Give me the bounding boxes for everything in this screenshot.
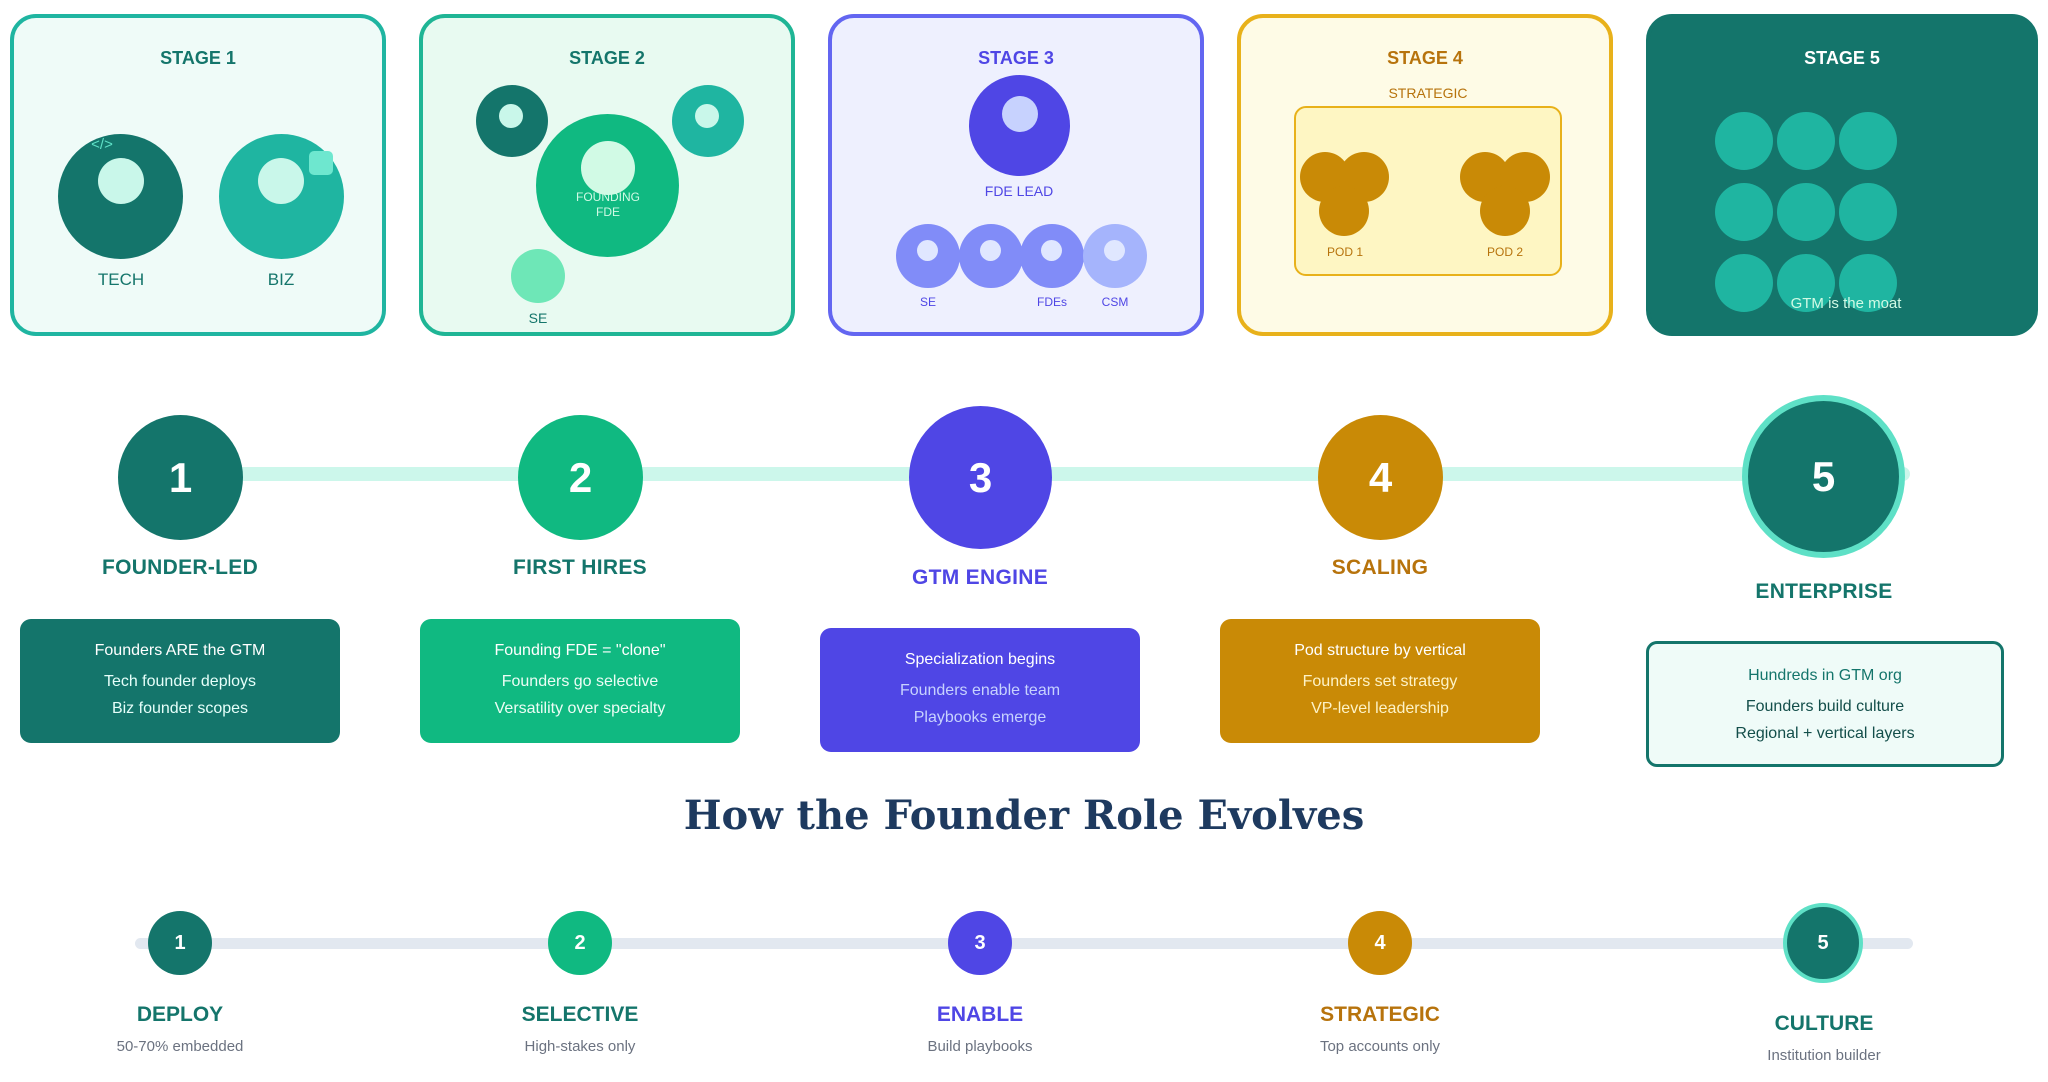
stage-1-line-1: Founders ARE the GTM xyxy=(94,642,266,659)
se-circle xyxy=(511,249,565,303)
strategic-label: STRATEGIC xyxy=(1388,85,1468,101)
role-track xyxy=(135,938,1913,949)
fde-label: FDE xyxy=(596,205,620,219)
stage-4-line-2: Founders set strategy xyxy=(1302,673,1458,690)
pod2-label: POD 2 xyxy=(1486,245,1524,259)
stage-5-title: STAGE 5 xyxy=(1804,48,1880,68)
org-member-4 xyxy=(1715,183,1773,241)
stage-5-card: STAGE 5 GTM is the moat xyxy=(1646,14,2038,336)
stage-2-line-1: Founding FDE = "clone" xyxy=(494,642,666,659)
role-2-name: SELECTIVE xyxy=(521,1003,639,1026)
stage-3-line-3: Playbooks emerge xyxy=(913,709,1047,726)
role-5-name: CULTURE xyxy=(1774,1012,1874,1035)
stage-1-description: Founders ARE the GTM Tech founder deploy… xyxy=(20,619,340,743)
fde-lead-head xyxy=(1002,96,1038,132)
stage-5-line-2: Founders build culture xyxy=(1745,698,1905,715)
stage-5-marker: 5 xyxy=(1742,395,1905,558)
moat-label: GTM is the moat xyxy=(1790,295,1902,312)
csm-member-head xyxy=(1104,240,1125,261)
stage-3-line-2: Founders enable team xyxy=(899,682,1061,699)
founder-head-left xyxy=(499,104,523,128)
se-member-head xyxy=(917,240,938,261)
org-member-7 xyxy=(1715,254,1773,312)
stage-1-card: STAGE 1 </> TECH BIZ xyxy=(10,14,386,336)
code-icon: </> xyxy=(91,136,113,153)
fde-lead-label: FDE LEAD xyxy=(984,183,1054,199)
role-1-name: DEPLOY xyxy=(136,1003,224,1026)
stage-5-description: Hundreds in GTM org Founders build cultu… xyxy=(1646,641,2004,767)
role-4-marker: 4 xyxy=(1348,911,1412,975)
stage-4-line-3: VP-level leadership xyxy=(1311,700,1449,717)
briefcase-icon xyxy=(309,151,333,175)
founding-label: FOUNDING xyxy=(576,190,640,204)
stage-4-card: STAGE 4 STRATEGIC POD 1 POD 2 xyxy=(1237,14,1613,336)
stage-5-line-3: Regional + vertical layers xyxy=(1735,725,1915,742)
se-label: SE xyxy=(528,310,548,326)
stage-3-marker: 3 xyxy=(909,406,1052,549)
tech-label: TECH xyxy=(97,270,145,289)
role-1-subtitle: 50-70% embedded xyxy=(116,1038,244,1055)
se-team-label: SE xyxy=(919,295,937,309)
founder-role-title: How the Founder Role Evolves xyxy=(683,792,1365,839)
stage-5-name: ENTERPRISE xyxy=(1755,580,1893,603)
pod2-member-3 xyxy=(1480,186,1530,236)
stage-1-marker: 1 xyxy=(118,415,243,540)
role-3-marker: 3 xyxy=(948,911,1012,975)
stage-4-name: SCALING xyxy=(1331,556,1429,579)
csm-label: CSM xyxy=(1101,295,1129,309)
role-2-marker: 2 xyxy=(548,911,612,975)
founder-head-right xyxy=(695,104,719,128)
pod1-label: POD 1 xyxy=(1326,245,1364,259)
founding-fde-head xyxy=(581,141,635,195)
stage-4-title: STAGE 4 xyxy=(1387,48,1463,68)
stage-1-line-2: Tech founder deploys xyxy=(103,673,257,690)
stage-2-title: STAGE 2 xyxy=(569,48,645,68)
role-3-subtitle: Build playbooks xyxy=(927,1038,1033,1055)
stage-3-card: STAGE 3 FDE LEAD SE FDEs CSM xyxy=(828,14,1204,336)
pod1-member-3 xyxy=(1319,186,1369,236)
role-5-subtitle: Institution builder xyxy=(1767,1047,1881,1064)
org-member-3 xyxy=(1839,112,1897,170)
role-5-marker: 5 xyxy=(1783,903,1863,983)
fdes-label: FDEs xyxy=(1037,295,1067,309)
stage-2-description: Founding FDE = "clone" Founders go selec… xyxy=(420,619,740,743)
org-member-8 xyxy=(1777,254,1835,312)
org-member-5 xyxy=(1777,183,1835,241)
stage-1-line-3: Biz founder scopes xyxy=(111,700,249,717)
fde-member-head-1 xyxy=(980,240,1001,261)
stage-1-name: FOUNDER-LED xyxy=(101,556,259,579)
stage-4-line-1: Pod structure by vertical xyxy=(1294,642,1466,659)
stage-3-name: GTM ENGINE xyxy=(911,566,1049,589)
org-member-6 xyxy=(1839,183,1897,241)
org-member-1 xyxy=(1715,112,1773,170)
stage-1-title: STAGE 1 xyxy=(160,48,236,68)
stage-2-marker: 2 xyxy=(518,415,643,540)
stage-3-line-1: Specialization begins xyxy=(904,651,1056,668)
stage-3-description: Specialization begins Founders enable te… xyxy=(820,628,1140,752)
stage-3-title: STAGE 3 xyxy=(978,48,1054,68)
fde-member-head-2 xyxy=(1041,240,1062,261)
stage-2-card: STAGE 2 FOUNDING FDE SE xyxy=(419,14,795,336)
org-member-9 xyxy=(1839,254,1897,312)
role-4-subtitle: Top accounts only xyxy=(1319,1038,1441,1055)
biz-label: BIZ xyxy=(267,270,295,289)
tech-founder-head xyxy=(98,158,144,204)
stage-2-line-3: Versatility over specialty xyxy=(494,700,666,717)
role-1-marker: 1 xyxy=(148,911,212,975)
role-3-name: ENABLE xyxy=(936,1003,1024,1026)
org-member-2 xyxy=(1777,112,1835,170)
biz-founder-head xyxy=(258,158,304,204)
stage-2-line-2: Founders go selective xyxy=(501,673,659,690)
stage-4-description: Pod structure by vertical Founders set s… xyxy=(1220,619,1540,743)
role-4-name: STRATEGIC xyxy=(1320,1003,1440,1026)
role-2-subtitle: High-stakes only xyxy=(524,1038,636,1055)
stage-5-line-1: Hundreds in GTM org xyxy=(1748,667,1902,684)
stage-4-marker: 4 xyxy=(1318,415,1443,540)
stage-2-name: FIRST HIRES xyxy=(513,556,647,579)
